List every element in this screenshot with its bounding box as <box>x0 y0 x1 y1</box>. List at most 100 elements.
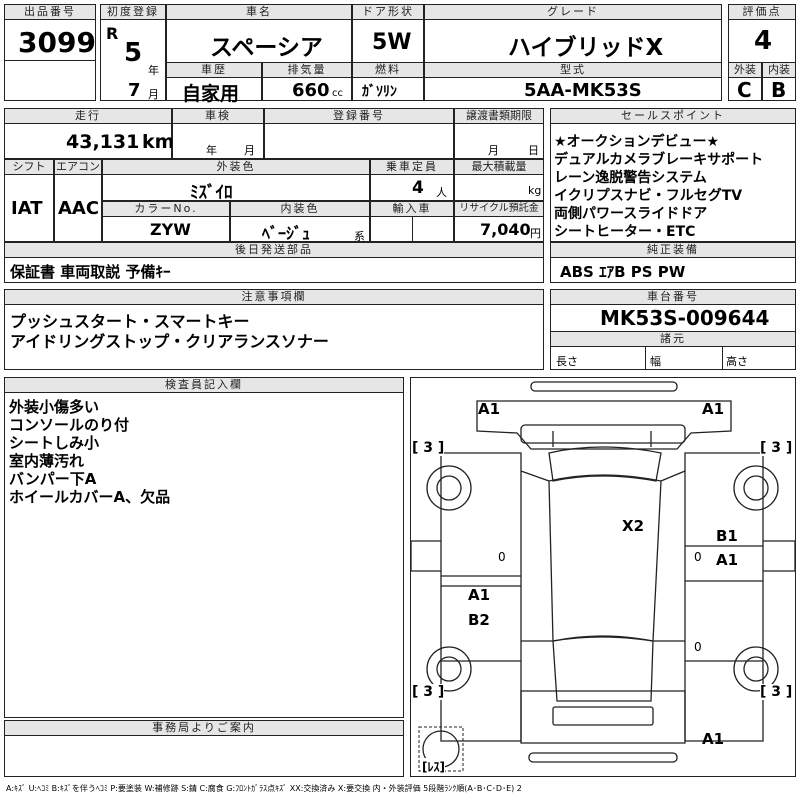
mileage-value: 43,131 <box>66 131 140 153</box>
first-reg-label: 初度登録 <box>100 4 166 20</box>
specs-box <box>550 346 796 370</box>
lot-divider <box>4 60 96 61</box>
sales-point-2: デュアルカメラブレーキサポート <box>554 152 764 168</box>
load-label: 最大積載量 <box>454 159 544 175</box>
score-label: 評価点 <box>728 4 796 20</box>
right-mirror <box>763 540 795 572</box>
ext-label: 外装 <box>728 62 762 78</box>
roof <box>548 474 662 642</box>
legend: A:ｷｽﾞ U:ﾍｺﾐ B:ｷｽﾞを伴うﾍｺﾐ P:要塗装 W:補修跡 S:錆 … <box>6 784 522 793</box>
insp-year-unit: 年 <box>206 144 217 157</box>
door-value: 5W <box>372 30 412 55</box>
inspector-line-5: バンパー下A <box>9 470 97 488</box>
inspector-line-1: 外装小傷多い <box>9 398 100 416</box>
tire-front-right <box>733 465 779 511</box>
tire-rear-left <box>426 646 472 692</box>
seats-unit: 人 <box>436 186 447 199</box>
recycle-value: 7,040 <box>480 220 531 239</box>
sales-point-5: 両側パワースライドドア <box>554 206 708 222</box>
later-label: 後日発送部品 <box>4 242 544 258</box>
fuel-label: 燃料 <box>352 62 424 78</box>
hood <box>520 424 686 444</box>
mark-roof: X2 <box>622 517 645 535</box>
sales-point-1: ★オークションデビュー★ <box>554 134 720 150</box>
tire-front-left-inner <box>436 475 462 501</box>
spec-width: 幅 <box>650 355 661 368</box>
grade-value: ハイブリッドX <box>508 35 664 61</box>
office-box <box>4 735 404 777</box>
mark-right-door-bottom: A1 <box>716 551 739 569</box>
shift-box <box>4 174 54 242</box>
inspection-label: 車検 <box>172 108 264 124</box>
ac-label: エアコン <box>54 159 102 175</box>
door-label: ドア形状 <box>352 4 424 20</box>
ac-value: AAC <box>58 198 100 219</box>
windshield <box>548 446 662 482</box>
left-mirror <box>411 540 441 572</box>
tire-rear-right-inner <box>743 656 769 682</box>
int-label: 内装 <box>762 62 796 78</box>
notes-label: 注意事項欄 <box>4 289 544 305</box>
rear-bumper-bar <box>528 752 678 763</box>
interior-box <box>230 216 370 242</box>
specs-divider-1 <box>645 346 646 370</box>
interior-value: ﾍﾞｰｼﾞｭ <box>262 224 311 243</box>
right-pillar <box>653 470 686 642</box>
recycle-unit: 円 <box>530 227 541 240</box>
inspector-label: 検査員記入欄 <box>4 377 404 393</box>
interior-unit: 系 <box>354 230 365 243</box>
specs-label: 諸元 <box>550 331 796 347</box>
notes-line-1: プッシュスタート・スマートキー <box>10 312 250 331</box>
color-value: ﾐｽﾞｲﾛ <box>190 183 233 203</box>
insp-month-unit: 月 <box>244 144 255 157</box>
int-box <box>762 77 796 101</box>
sales-points-box <box>550 123 796 242</box>
grade-label: グレード <box>424 4 722 20</box>
equipment-box <box>550 257 796 283</box>
displacement-value: 660 <box>292 80 330 101</box>
mileage-box <box>4 123 172 159</box>
reg-year-unit: 年 <box>148 64 159 77</box>
deadline-box <box>454 123 544 159</box>
color-box <box>102 174 370 201</box>
tailgate <box>520 690 686 744</box>
seats-value: 4 <box>412 178 424 198</box>
office-label: 事務局よりご案内 <box>4 720 404 736</box>
reg-year: 5 <box>124 38 143 68</box>
int-grade: B <box>771 78 787 102</box>
sales-point-3: レーン逸脱警告システム <box>554 170 707 186</box>
later-value: 保証書 車両取説 予備ｷｰ <box>10 263 171 281</box>
plate-box <box>264 123 454 159</box>
sales-point-4: イクリプスナビ・フルセグTV <box>554 188 743 204</box>
color-no-box <box>102 216 230 242</box>
mark-rear-bumper: A1 <box>702 730 725 748</box>
tire-mark-front-right: [ 3 ] <box>760 440 793 456</box>
deadline-day-unit: 日 <box>528 144 539 157</box>
lot-label: 出品番号 <box>4 4 96 20</box>
mark-front-left: A1 <box>478 400 501 418</box>
color-label: 外装色 <box>102 159 370 175</box>
ext-grade: C <box>737 78 752 102</box>
notes-line-2: アイドリングストップ・クリアランスソナー <box>10 332 329 351</box>
chassis-number: MK53S-009644 <box>600 306 770 330</box>
lot-number: 3099 <box>18 26 96 59</box>
inspection-box <box>172 123 264 159</box>
rear-window <box>552 635 654 702</box>
car-name: スペーシア <box>210 35 323 61</box>
ac-box <box>54 174 102 242</box>
later-box <box>4 257 544 283</box>
mark-left-rear-bottom: B2 <box>468 611 490 629</box>
vehicle-diagram-drawing <box>411 381 795 772</box>
sales-points-label: セールスポイント <box>550 108 796 124</box>
tire-mark-front-left: [ 3 ] <box>412 440 445 456</box>
front-outline <box>476 400 732 450</box>
rear-plate <box>552 706 654 726</box>
car-name-label: 車名 <box>166 4 352 20</box>
mark-front-right: A1 <box>702 400 725 418</box>
seats-box <box>370 174 454 201</box>
mileage-label: 走行 <box>4 108 172 124</box>
displacement-label: 排気量 <box>262 62 352 78</box>
color-no-value: ZYW <box>150 220 191 239</box>
mileage-unit: km <box>142 131 175 153</box>
mark-left-rear-top: A1 <box>468 586 491 604</box>
